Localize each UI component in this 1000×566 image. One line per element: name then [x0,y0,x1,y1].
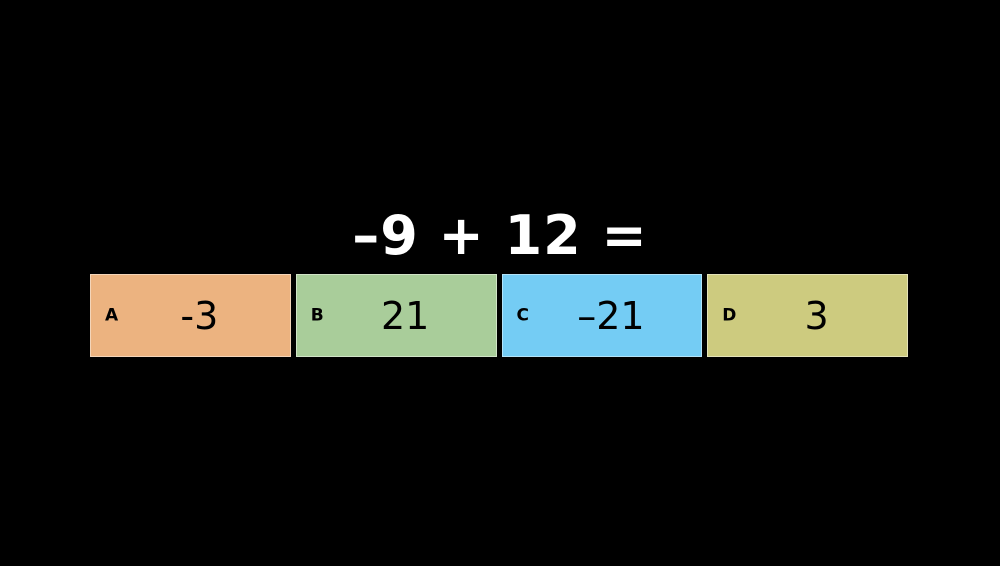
answer-option-c[interactable]: C –21 [501,274,703,357]
answer-option-a-letter: A [105,305,119,325]
answer-option-a[interactable]: A -3 [90,274,291,357]
answer-option-d[interactable]: D 3 [707,274,908,357]
answer-option-b[interactable]: B 21 [295,274,497,357]
answer-options-row: A -3 B 21 C –21 D 3 [90,274,908,357]
answer-option-b-letter: B [310,305,324,325]
answer-option-a-value: -3 [180,293,219,338]
answer-option-b-value: 21 [380,293,430,338]
question-text: –9 + 12 = [352,204,648,267]
answer-option-c-value: –21 [577,293,645,338]
answer-option-c-letter: C [516,305,529,325]
answer-option-d-value: 3 [804,293,829,338]
answer-option-d-letter: D [722,305,737,325]
